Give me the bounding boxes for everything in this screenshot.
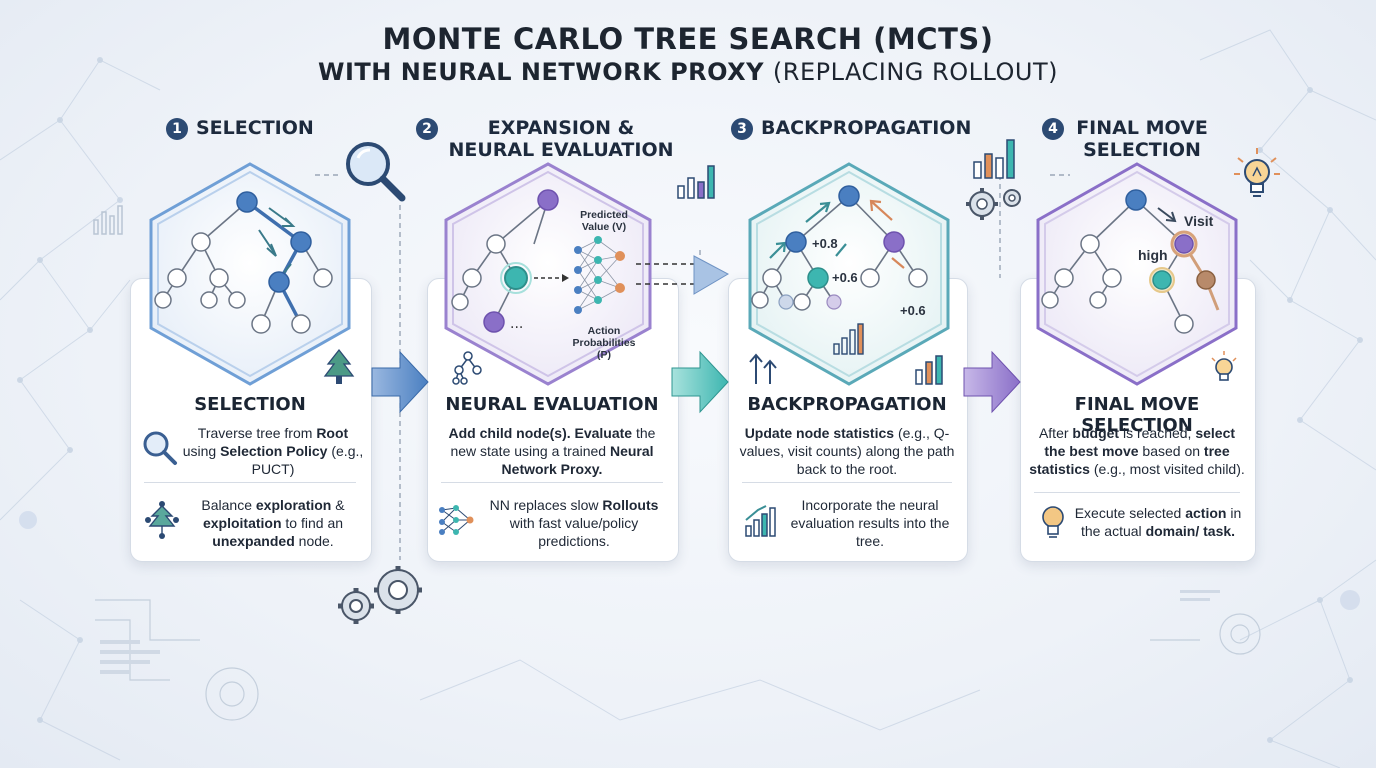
t2-5: unexpanded bbox=[212, 533, 295, 549]
t2-1: Rollouts bbox=[602, 497, 659, 513]
growth-chart-icon bbox=[745, 505, 776, 537]
step-2-card-title: NEURAL EVALUATION bbox=[445, 394, 659, 415]
step-1-card-title: SELECTION bbox=[194, 394, 306, 415]
t1-1: budget bbox=[1072, 425, 1120, 441]
t1-1: the new state using a trained bbox=[450, 425, 656, 459]
bar-chart-icon-3 bbox=[915, 355, 943, 385]
t1-3: select the best move bbox=[1044, 425, 1236, 459]
step-3-header: 3 BACKPROPAGATION bbox=[731, 117, 971, 140]
subtitle-bold: WITH NEURAL NETWORK PROXY bbox=[318, 58, 765, 86]
t1-1: Root bbox=[316, 425, 349, 441]
step-1-text-1: Traverse tree from Root using Selection … bbox=[182, 424, 364, 478]
magnifier-icon bbox=[143, 431, 177, 465]
value-plus-0-8: +0.8 bbox=[812, 236, 838, 251]
step-3-text-2: Incorporate the neural evaluation result… bbox=[782, 496, 958, 550]
step-3-number: 3 bbox=[731, 118, 753, 140]
ellipsis-label: ... bbox=[510, 316, 523, 332]
neural-network-icon bbox=[439, 505, 474, 535]
t2-3: exploitation bbox=[202, 515, 282, 531]
step-1-number: 1 bbox=[166, 118, 188, 140]
tree-nodes-icon bbox=[452, 351, 482, 385]
gears-icon bbox=[338, 566, 422, 624]
t1-3: Selection Policy bbox=[220, 443, 328, 459]
step-1-text-2: Balance exploration & exploitation to fi… bbox=[182, 496, 364, 550]
lightbulb-icon bbox=[1042, 506, 1064, 538]
tree-icon bbox=[323, 348, 355, 384]
t1-6: (e.g., most visited child). bbox=[1089, 461, 1245, 477]
step-1-divider bbox=[144, 482, 356, 483]
step-3-text-1: Update node statistics (e.g., Q-values, … bbox=[738, 424, 956, 478]
step-3-label: BACKPROPAGATION bbox=[761, 117, 972, 139]
lightbulb-idea-icon bbox=[1234, 148, 1280, 197]
t2-0: Incorporate the neural evaluation result… bbox=[790, 497, 950, 549]
step-4-header: 4 FINAL MOVE SELECTION bbox=[1042, 117, 1222, 161]
t2-0: Balance bbox=[201, 497, 256, 513]
step-1-hexagon bbox=[149, 162, 351, 386]
t1-5: tree statistics bbox=[1029, 443, 1230, 477]
step-3-hexagon: +0.8 +0.6 +0.6 bbox=[748, 162, 950, 386]
step-4-divider bbox=[1034, 492, 1240, 493]
t1-4: (e.g., PUCT) bbox=[251, 443, 364, 477]
t2-2: with fast value/policy predictions. bbox=[509, 515, 639, 549]
visit-label: Visit bbox=[1184, 213, 1214, 229]
step-4-hexagon: Visit high bbox=[1036, 162, 1238, 386]
t2-1: action bbox=[1185, 505, 1227, 521]
step-2-divider bbox=[441, 482, 663, 483]
t2-2: in the actual bbox=[1080, 505, 1242, 539]
nn-output-arrow bbox=[636, 255, 730, 295]
high-label: high bbox=[1138, 247, 1168, 263]
t2-1: exploration bbox=[255, 497, 332, 513]
arrow-3-to-4 bbox=[963, 350, 1021, 414]
t1-0: Update node statistics bbox=[744, 425, 895, 441]
step-1-label: SELECTION bbox=[196, 117, 314, 139]
step-4-number: 4 bbox=[1042, 118, 1064, 140]
faint-bars-icon bbox=[93, 205, 123, 235]
up-arrows-icon bbox=[749, 353, 777, 384]
step-2-header: 2 EXPANSION & NEURAL EVALUATION bbox=[416, 117, 686, 161]
step-3-divider bbox=[742, 482, 952, 483]
main-title: MONTE CARLO TREE SEARCH (MCTS) bbox=[382, 22, 994, 56]
search-magnifier-icon bbox=[346, 142, 406, 202]
arrow-1-to-2 bbox=[371, 350, 429, 414]
subtitle-light: (REPLACING ROLLOUT) bbox=[772, 58, 1058, 86]
balance-tree-icon bbox=[145, 501, 179, 539]
step-1-header: 1 SELECTION bbox=[166, 117, 314, 140]
t2-0: Execute selected bbox=[1074, 505, 1186, 521]
lightbulb-small-icon bbox=[1211, 351, 1237, 381]
t1-2: Neural Network Proxy. bbox=[501, 443, 654, 477]
t1-0: Traverse tree from bbox=[197, 425, 317, 441]
arrow-2-to-3 bbox=[671, 350, 729, 414]
step-2-number: 2 bbox=[416, 118, 438, 140]
t1-2: is reached, bbox=[1119, 425, 1196, 441]
value-plus-0-6-a: +0.6 bbox=[832, 270, 858, 285]
t2-3: domain/ task. bbox=[1145, 523, 1236, 539]
t1-0: Add child node(s). Evaluate bbox=[448, 425, 633, 441]
step-3-card-title: BACKPROPAGATION bbox=[747, 394, 947, 415]
subtitle: WITH NEURAL NETWORK PROXY (REPLACING ROL… bbox=[0, 58, 1376, 86]
step-4-text-1: After budget is reached, select the best… bbox=[1028, 424, 1246, 478]
t1-0: After bbox=[1038, 425, 1073, 441]
step-4-text-2: Execute selected action in the actual do… bbox=[1070, 504, 1246, 540]
t1-1: (e.g., Q-values, visit counts) along the… bbox=[739, 425, 955, 477]
t2-6: node. bbox=[294, 533, 334, 549]
t1-4: based on bbox=[1138, 443, 1204, 459]
step-2-text-1: Add child node(s). Evaluate the new stat… bbox=[437, 424, 667, 478]
step-4-label: FINAL MOVE SELECTION bbox=[1076, 117, 1208, 161]
mini-bar-chart-icon bbox=[833, 323, 864, 355]
bar-chart-icon-2 bbox=[973, 139, 1015, 179]
t2-2: & bbox=[331, 497, 345, 513]
t2-4: to find an bbox=[281, 515, 344, 531]
step-2-label: EXPANSION & NEURAL EVALUATION bbox=[448, 117, 674, 161]
step-2-text-2: NN replaces slow Rollouts with fast valu… bbox=[476, 496, 672, 550]
t2-0: NN replaces slow bbox=[489, 497, 603, 513]
gears-small-icon bbox=[966, 188, 1021, 220]
t1-2: using bbox=[182, 443, 221, 459]
step-4-card-title: FINAL MOVE SELECTION bbox=[1074, 394, 1200, 436]
bar-chart-icon bbox=[677, 165, 715, 199]
value-plus-0-6-b: +0.6 bbox=[900, 303, 926, 318]
